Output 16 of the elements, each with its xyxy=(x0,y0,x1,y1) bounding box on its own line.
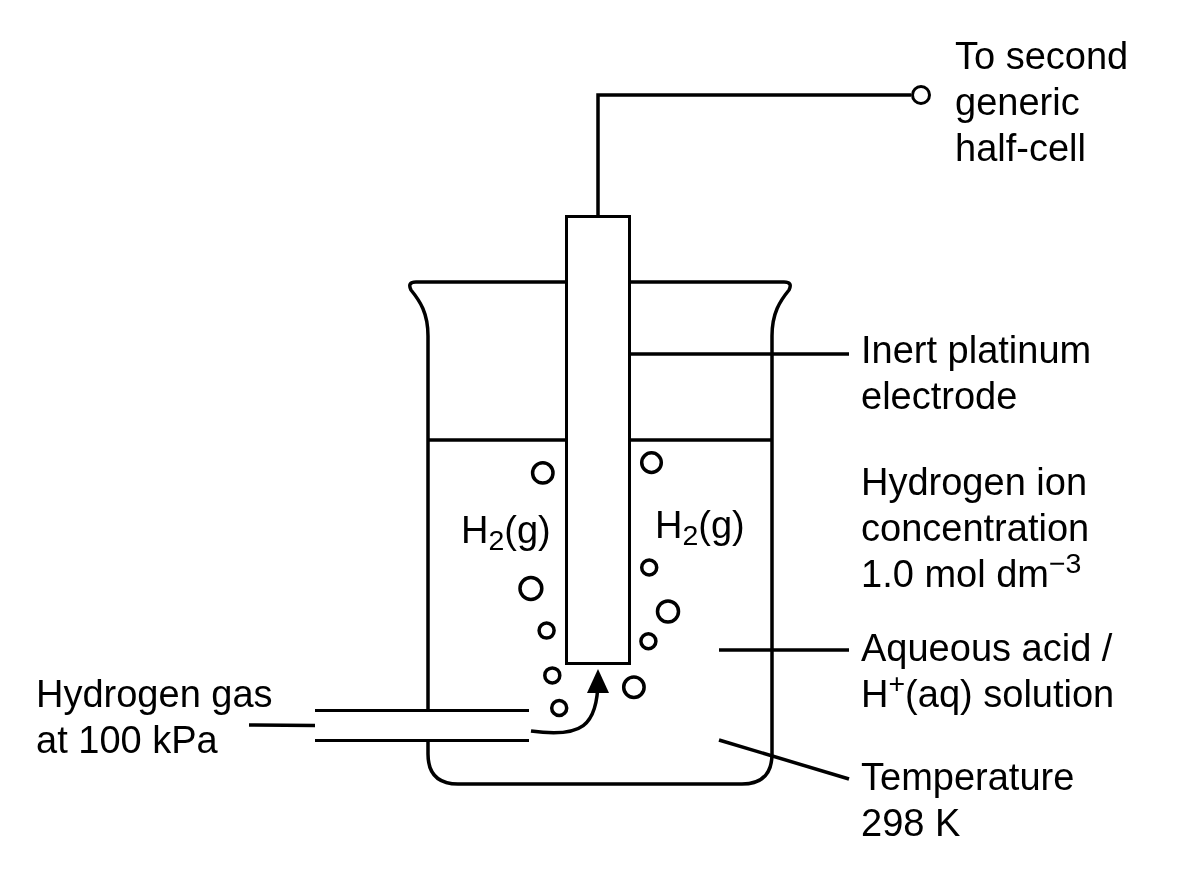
callout-label: Hydrogen gas at 100 kPa xyxy=(36,671,280,763)
leader-line xyxy=(718,738,850,781)
condition-note: Hydrogen ion concentration 1.0 mol dm$^{−3}$ xyxy=(861,460,1091,597)
curved-arrow xyxy=(530,669,609,735)
electrode-rod xyxy=(565,215,631,665)
gas-inlet-tube xyxy=(315,709,529,742)
callout-label: Inert platinum electrode xyxy=(861,327,1099,419)
leader-line xyxy=(719,648,849,652)
wire xyxy=(596,93,911,215)
leader-line xyxy=(631,352,849,356)
terminal-label: To second generic half-cell xyxy=(955,34,1130,171)
formula-label: H$_{2}$(g) xyxy=(655,503,745,548)
leader-line xyxy=(249,723,315,728)
callout-label: Temperature 298 K xyxy=(861,754,1087,846)
formula-label: H$_{2}$(g) xyxy=(461,508,551,553)
callout-label: Aqueous acid / H$^{+}$(aq) solution xyxy=(861,625,1119,717)
